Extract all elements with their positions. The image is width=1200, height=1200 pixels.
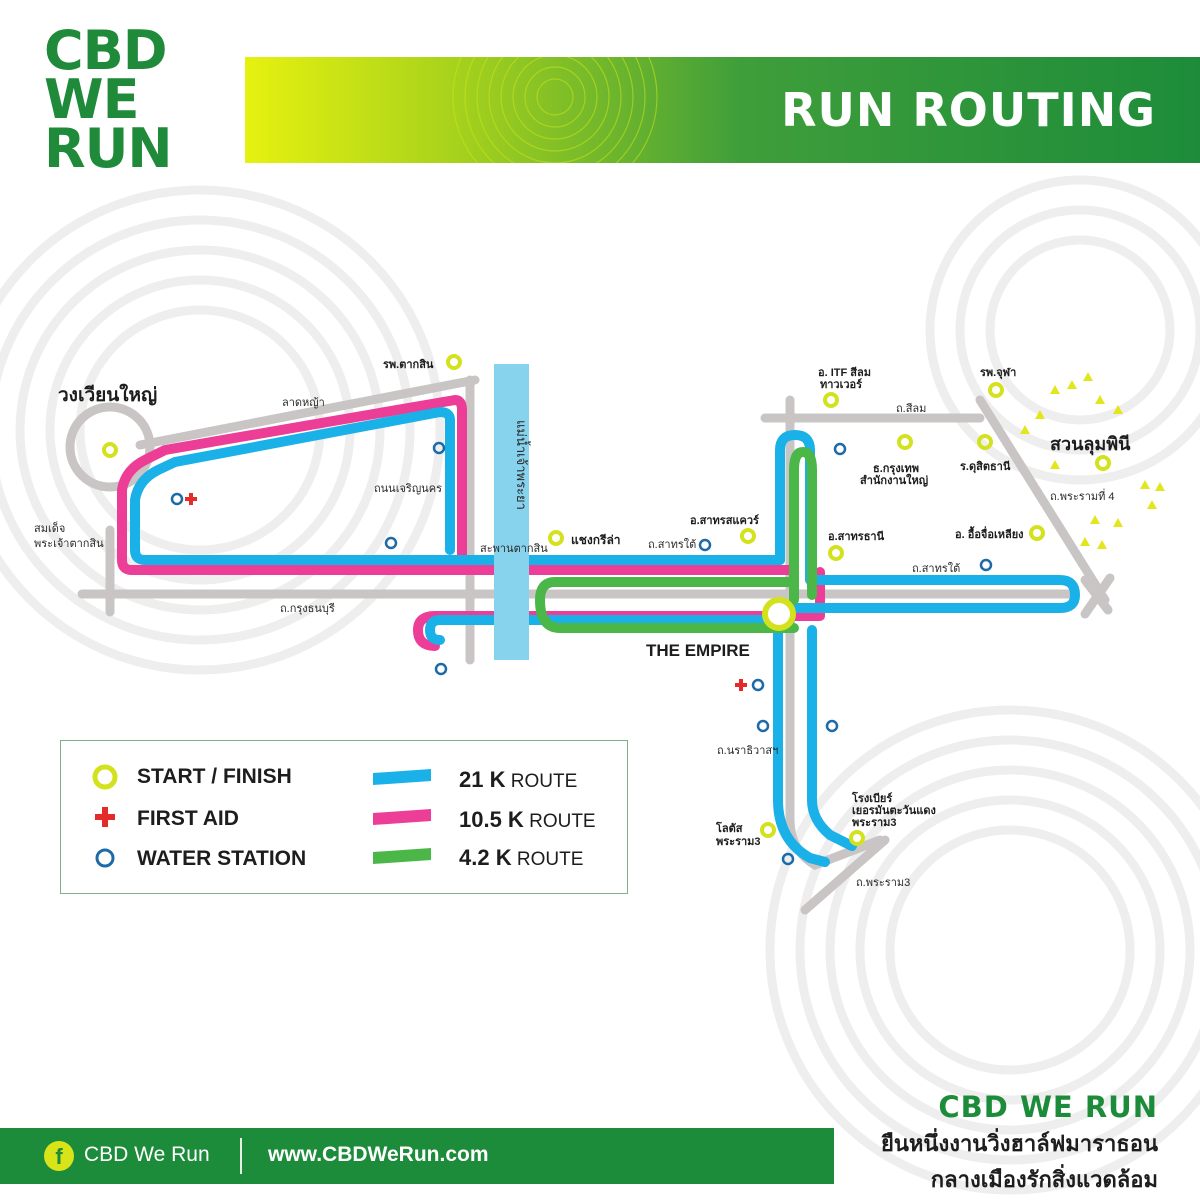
label-dusit: ร.ดุสิตธานี [960,460,1011,474]
landmark-pins [102,354,1111,846]
logo-line-we: WE [44,68,139,131]
label-the-empire: THE EMPIRE [646,641,750,660]
legend-4-2k: 4.2 K ROUTE [459,845,584,870]
label-narathiwat: ถ.นราธิวาสฯ [717,745,778,757]
legend-water-station: WATER STATION [137,847,307,870]
map-legend: START / FINISH FIRST AID WATER STATION 2… [60,740,628,894]
chao-phraya-river [494,364,529,660]
start-finish-icon [92,764,118,790]
brand-name: CBD WE RUN [938,1090,1158,1124]
footer-divider [240,1138,242,1174]
legend-21k: 21 K ROUTE [459,767,578,792]
logo-line-run: RUN [44,117,173,180]
swatch-21k [373,769,431,785]
legend-icons [92,764,118,868]
lumphini-park-trees [1020,372,1165,549]
label-taksin-hospital: รพ.ตากสิน [383,358,434,371]
brand-tagline-1: ยืนหนึ่งงานวิ่งฮาล์ฟมาราธอน [881,1132,1158,1157]
brand-block: CBD WE RUN ยืนหนึ่งงานวิ่งฮาล์ฟมาราธอน ก… [881,1090,1158,1196]
cbd-we-run-logo: CBD WE RUN [44,19,204,180]
water-station-icon [95,848,115,868]
label-silom: ถ.สีลม [896,402,926,415]
label-somdet-1: สมเด็จ [34,521,65,535]
swatch-4-2k [373,848,431,864]
page-title: RUN ROUTING [781,83,1156,137]
label-sathorn-tai-2: ถ.สาทรใต้ [912,562,960,575]
start-finish-marker[interactable] [762,597,796,631]
label-rama4: ถ.พระรามที่ 4 [1050,488,1115,503]
label-sathorn-thani: อ.สาทรธานี [828,530,885,543]
wongwian-yai-roundabout [65,402,155,492]
legend-route-swatches [373,769,431,864]
label-shangri-la: แชงกรีล่า [571,533,621,547]
label-rama3: ถ.พระราม3 [856,877,910,889]
facebook-icon[interactable]: f [44,1141,74,1171]
route-10-5k [117,395,825,651]
footer-bar: f CBD We Run www.CBDWeRun.com [0,1128,834,1184]
label-krung-thon-buri: ถ.กรุงธนบุรี [280,602,335,615]
first-aid-markers [185,493,747,691]
water-stations [170,441,993,866]
label-sathorn-tai-1: ถ.สาทรใต้ [648,538,696,551]
website-link[interactable]: www.CBDWeRun.com [268,1143,489,1166]
label-itf-2: ทาวเวอร์ [820,378,862,391]
label-lat-ya: ลาดหญ้า [282,397,325,409]
legend-10-5k: 10.5 K ROUTE [459,807,596,832]
river-label: แม่น้ำเจ้าพระยา [514,420,531,510]
label-chula-hospital: รพ.จุฬา [980,367,1016,380]
label-beer-3: พระราม3 [852,817,897,829]
label-bangkok-bank-1: ธ.กรุงเทพ [873,463,919,476]
legend-start-finish: START / FINISH [137,765,292,788]
label-beer-1: โรงเบียร์ [851,791,892,805]
facebook-link[interactable]: CBD We Run [84,1143,210,1166]
logo-line-cbd: CBD [44,19,168,82]
label-ue-chu-liang: อ. อื้อจื่อเหลียง [955,526,1024,541]
route-4-2k [535,447,817,633]
label-itf-1: อ. ITF สีลม [818,366,871,379]
label-wongwian-yai: วงเวียนใหญ่ [58,383,157,406]
label-bangkok-bank-2: สำนักงานใหญ่ [860,473,928,487]
brand-tagline-2: กลางเมืองรักสิ่งแวดล้อม [930,1168,1158,1193]
banner-swirl-decoration [452,57,658,163]
label-lotus-1: โลตัส [715,821,743,835]
legend-first-aid: FIRST AID [137,807,239,830]
label-sathorn-square: อ.สาทรสแควร์ [690,514,759,527]
label-beer-2: เยอรมันตะวันแดง [852,804,936,817]
label-lumphini: สวนลุมพินี [1050,434,1131,456]
label-taksin-bridge: สะพานตากสิน [480,543,548,555]
label-lotus-2: พระราม3 [716,836,761,848]
label-somdet-2: พระเจ้าตากสิน [34,538,104,550]
fingerprint-background [0,175,1200,1195]
swatch-10-5k [373,809,431,825]
title-banner: RUN ROUTING [245,57,1200,163]
label-charoen-nakhon: ถนนเจริญนคร [374,483,442,495]
